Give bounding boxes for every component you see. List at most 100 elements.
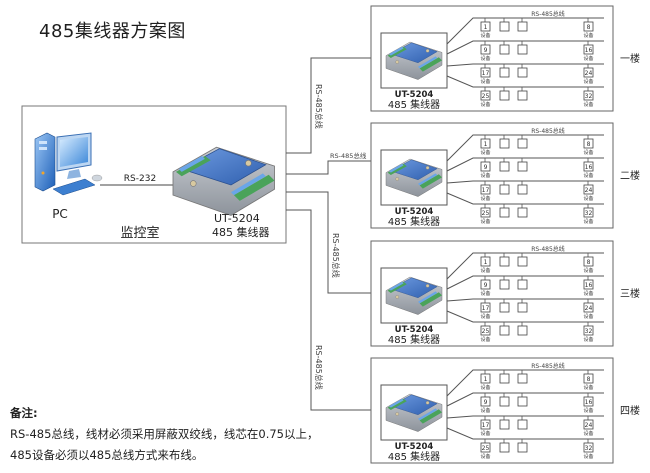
device-box[interactable] — [517, 44, 528, 55]
device-box[interactable] — [517, 207, 528, 218]
device-number: 16 — [585, 399, 593, 406]
device-box[interactable] — [583, 373, 594, 384]
device-box[interactable] — [480, 161, 491, 172]
device-box[interactable] — [583, 419, 594, 430]
device-number: 32 — [585, 210, 593, 217]
main-hub-model: UT-5204 — [214, 212, 260, 225]
device-box[interactable] — [583, 396, 594, 407]
device-label: 设备 — [583, 313, 593, 320]
pc-icon[interactable] — [34, 132, 103, 196]
device-box[interactable] — [480, 21, 491, 32]
device-box[interactable] — [499, 207, 510, 218]
device-box[interactable] — [499, 21, 510, 32]
device-box[interactable] — [583, 138, 594, 149]
device-box[interactable] — [499, 419, 510, 430]
device-box[interactable] — [583, 279, 594, 290]
device-box[interactable] — [499, 302, 510, 313]
floor-hub-name: 485 集线器 — [388, 450, 440, 463]
device-box[interactable] — [480, 44, 491, 55]
device-box[interactable] — [517, 21, 528, 32]
device-label: 设备 — [480, 336, 490, 343]
device-box[interactable] — [517, 279, 528, 290]
device-box[interactable] — [499, 442, 510, 453]
device-box[interactable] — [517, 302, 528, 313]
device-box[interactable] — [480, 419, 491, 430]
device-box[interactable] — [583, 161, 594, 172]
device-box[interactable] — [499, 184, 510, 195]
device-box[interactable] — [583, 442, 594, 453]
device-number: 16 — [585, 282, 593, 289]
device-box[interactable] — [480, 373, 491, 384]
device-box[interactable] — [583, 325, 594, 336]
device-box[interactable] — [480, 442, 491, 453]
device-box[interactable] — [583, 67, 594, 78]
device-box[interactable] — [480, 279, 491, 290]
device-box[interactable] — [517, 138, 528, 149]
device-box[interactable] — [517, 442, 528, 453]
floor-box — [370, 122, 614, 229]
device-number: 25 — [482, 210, 490, 217]
device-box[interactable] — [517, 396, 528, 407]
device-box[interactable] — [499, 256, 510, 267]
floor-label: 二楼 — [620, 169, 640, 182]
device-box[interactable] — [480, 325, 491, 336]
device-box[interactable] — [499, 325, 510, 336]
device-box[interactable] — [583, 90, 594, 101]
rs485-bus-line — [446, 369, 604, 397]
device-box[interactable] — [480, 396, 491, 407]
device-box[interactable] — [517, 325, 528, 336]
device-number: 16 — [585, 47, 593, 54]
device-box[interactable] — [517, 67, 528, 78]
device-box[interactable] — [480, 207, 491, 218]
device-box[interactable] — [480, 184, 491, 195]
device-box[interactable] — [499, 90, 510, 101]
pc-label: PC — [52, 207, 68, 221]
device-box[interactable] — [583, 302, 594, 313]
device-box[interactable] — [480, 67, 491, 78]
device-box[interactable] — [517, 90, 528, 101]
device-box[interactable] — [517, 419, 528, 430]
device-box[interactable] — [499, 44, 510, 55]
device-box[interactable] — [517, 184, 528, 195]
device-box[interactable] — [499, 138, 510, 149]
rs485-bus-line — [446, 192, 604, 205]
device-box[interactable] — [480, 90, 491, 101]
floor-label: 一楼 — [620, 52, 640, 65]
device-number: 17 — [482, 305, 490, 312]
device-box[interactable] — [583, 256, 594, 267]
device-label: 设备 — [480, 78, 490, 85]
device-box[interactable] — [583, 207, 594, 218]
control-room: PC RS-232 UT-5204 485 集线器 监控室 — [21, 105, 287, 244]
trunk-label-1: RS-485总线 — [314, 84, 324, 129]
floor-box — [370, 357, 614, 464]
device-box[interactable] — [583, 44, 594, 55]
device-box[interactable] — [480, 256, 491, 267]
device-box[interactable] — [499, 67, 510, 78]
device-label: 设备 — [480, 32, 490, 39]
device-box[interactable] — [480, 302, 491, 313]
device-box[interactable] — [583, 21, 594, 32]
device-box[interactable] — [499, 279, 510, 290]
device-box[interactable] — [480, 138, 491, 149]
device-number: 8 — [587, 259, 591, 266]
main-hub-device-icon[interactable] — [172, 146, 276, 217]
rs485-bus-line — [446, 180, 604, 184]
trunk-label-4: RS-485总线 — [314, 345, 324, 390]
device-box[interactable] — [499, 161, 510, 172]
device-box[interactable] — [499, 373, 510, 384]
device-number: 17 — [482, 70, 490, 77]
control-room-label: 监控室 — [120, 225, 159, 241]
device-box[interactable] — [517, 161, 528, 172]
rs485-bus-line — [446, 392, 604, 407]
notes-line-1: RS-485总线，线材必须采用屏蔽双绞线，线芯在0.75以上， — [10, 427, 319, 441]
device-box[interactable] — [517, 373, 528, 384]
device-box[interactable] — [499, 396, 510, 407]
rs232-label: RS-232 — [124, 174, 156, 184]
floor-hub-model: UT-5204 — [395, 325, 434, 335]
device-number: 24 — [585, 422, 593, 429]
device-box[interactable] — [583, 184, 594, 195]
notes-line-2: 485设备必须以485总线方式来布线。 — [10, 448, 204, 462]
device-box[interactable] — [517, 256, 528, 267]
